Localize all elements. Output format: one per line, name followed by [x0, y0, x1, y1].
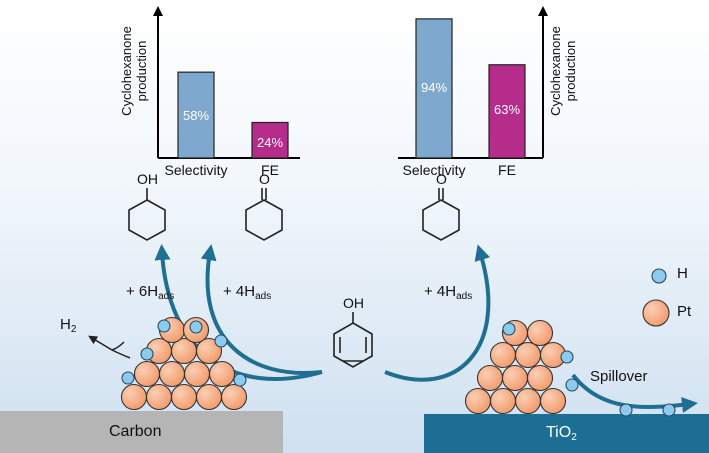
- pt-atom: [464, 387, 492, 415]
- pt-atom: [642, 299, 670, 327]
- right-chart-bars: [415, 18, 526, 159]
- h-atom: [502, 322, 516, 336]
- pt-atom: [183, 360, 211, 388]
- pt-atom: [195, 383, 223, 411]
- h-atom: [189, 320, 203, 334]
- ylabel-line1: Cyclohexanone: [119, 26, 134, 116]
- carbon-label: Carbon: [109, 423, 162, 440]
- pt-atom: [539, 387, 567, 415]
- pt-atom: [195, 337, 223, 365]
- cyclohexanol-molecule: [128, 188, 166, 241]
- left-bar-selectivity: [177, 71, 215, 159]
- h-atom: [560, 350, 574, 364]
- h-atom: [662, 403, 676, 417]
- left-chart-ylabel: Cyclohexanone production: [119, 16, 151, 126]
- pt-atom: [489, 387, 517, 415]
- pt-atom: [526, 319, 554, 347]
- h-atom: [214, 334, 228, 348]
- h-atom: [140, 347, 154, 361]
- left-bar-fe-value: 24%: [256, 135, 284, 150]
- pt-atom: [208, 360, 236, 388]
- ylabel-line2: production: [563, 40, 578, 102]
- right-bar-selectivity-value: 94%: [420, 80, 448, 95]
- pt-atom: [514, 341, 542, 369]
- label-4h-left-sub: ads: [255, 291, 272, 302]
- pt-atom: [120, 383, 148, 411]
- label-4h-ads-right: + 4Hads: [424, 283, 472, 302]
- left-bar-selectivity-value: 58%: [182, 108, 210, 123]
- cyclohexanol-oh-label: OH: [137, 171, 158, 187]
- legend-pt-label: Pt: [677, 303, 692, 320]
- h2-sub: 2: [70, 324, 77, 335]
- cyclohexanone-molecule-left: [245, 188, 283, 241]
- carbon-substrate: [0, 411, 283, 453]
- phenol-oh-label: OH: [343, 295, 364, 311]
- h-atom: [651, 268, 667, 284]
- h-atom: [121, 371, 135, 385]
- right-chart-ylabel: Cyclohexanone production: [548, 16, 580, 126]
- pt-atom: [489, 341, 517, 369]
- cyclohexanone-left-o-label: O: [259, 171, 270, 187]
- pt-atom: [526, 364, 554, 392]
- arrow-to-cyclohexanone-right: [384, 244, 491, 382]
- h-atom: [233, 373, 247, 387]
- h2-desorption-arrow: [88, 335, 131, 359]
- cyclohexanone-right-o-label: O: [436, 171, 447, 187]
- label-6h-ads: + 6Hads: [126, 283, 174, 302]
- label-6h-sub: ads: [158, 291, 175, 302]
- left-tick-fe: FE: [261, 162, 279, 178]
- label-4h-right-sub: ads: [456, 291, 473, 302]
- pt-atom: [170, 383, 198, 411]
- pt-atom: [476, 364, 504, 392]
- tio2-substrate: [424, 414, 709, 453]
- label-4h-right-text: + 4H: [424, 283, 457, 300]
- pt-atom: [145, 383, 173, 411]
- right-tick-selectivity: Selectivity: [402, 162, 466, 178]
- pt-atom: [158, 360, 186, 388]
- tio2-sub: 2: [571, 432, 577, 443]
- right-tick-fe: FE: [498, 162, 516, 178]
- ylabel-line2: production: [134, 40, 149, 102]
- label-4h-left-text: + 4H: [223, 283, 256, 300]
- label-6h-text: + 6H: [126, 283, 159, 300]
- pt-atom: [220, 383, 248, 411]
- pt-atom: [514, 387, 542, 415]
- h2-main: H: [60, 316, 71, 333]
- right-bar-fe: [488, 64, 526, 159]
- left-bar-fe: [251, 121, 289, 159]
- phenol-molecule: [333, 312, 373, 368]
- arrow-to-cyclohexanone-left: [200, 244, 323, 375]
- spillover-label: Spillover: [590, 368, 648, 385]
- cyclohexanone-molecule-right: [422, 188, 460, 241]
- h-atom: [565, 378, 579, 392]
- h2-label: H2: [60, 316, 76, 335]
- pt-atom: [133, 360, 161, 388]
- tio2-main: TiO: [546, 424, 572, 441]
- tio2-label: TiO2: [546, 424, 577, 443]
- label-4h-ads-left: + 4Hads: [223, 283, 271, 302]
- h-atom: [619, 403, 633, 417]
- left-tick-selectivity: Selectivity: [164, 162, 228, 178]
- legend-h-label: H: [677, 265, 688, 282]
- right-bar-fe-value: 63%: [493, 102, 521, 117]
- ylabel-line1: Cyclohexanone: [548, 26, 563, 116]
- pt-atom: [501, 364, 529, 392]
- left-chart-bars: [177, 71, 289, 159]
- right-bar-selectivity: [415, 18, 453, 159]
- h-atom: [157, 319, 171, 333]
